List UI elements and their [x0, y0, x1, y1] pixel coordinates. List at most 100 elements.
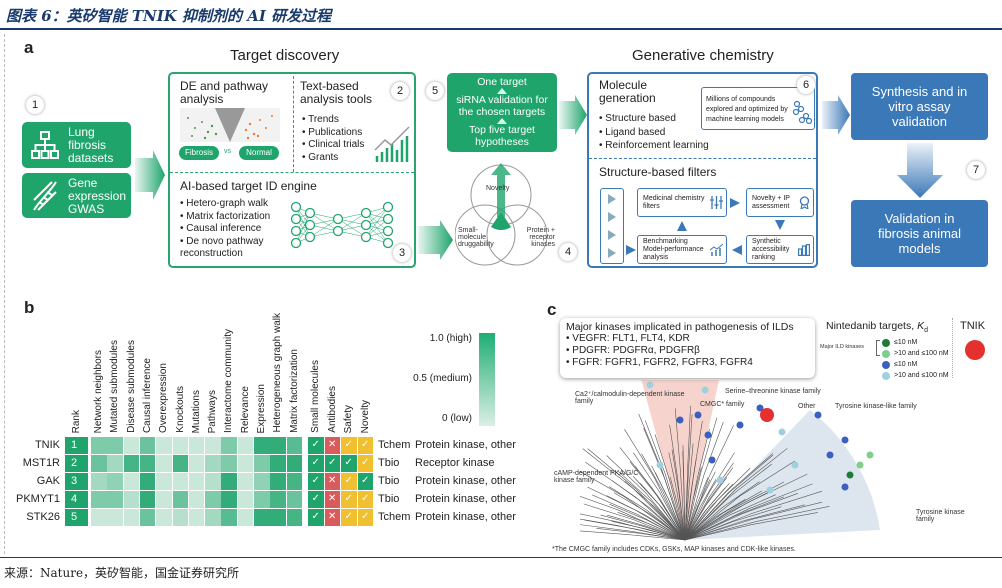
tree-branch	[668, 452, 686, 541]
check-icon: ✓	[357, 437, 373, 454]
legend-group-label: Major ILD kinases	[820, 344, 865, 350]
column-header: Novelty	[359, 399, 371, 433]
arrow-right-icon	[559, 95, 587, 135]
score-cell	[254, 455, 270, 472]
vs-label: vs	[224, 148, 231, 155]
kinase-dot	[646, 381, 654, 389]
score-cell	[221, 455, 237, 472]
nn-node	[304, 219, 316, 231]
compound-stack	[600, 188, 624, 264]
medicinal-filters-label: Medicinal chemistry filters	[643, 194, 705, 210]
rank-cell: 5	[65, 509, 88, 526]
tree-branch	[684, 428, 710, 541]
panel-c-label: c	[547, 300, 557, 319]
trend-chart-icon	[374, 126, 410, 162]
tnik-legend-label: TNIK	[960, 320, 986, 332]
score-cell	[188, 473, 205, 490]
tree-branch	[606, 455, 686, 541]
millions-compounds-box: Millions of compounds explored and optim…	[701, 87, 815, 130]
venn-druggability: Small-molecule druggability	[458, 227, 494, 248]
score-cell	[123, 473, 140, 490]
tier-label: Tbio	[378, 457, 400, 469]
legend-title-text: Nintedanib targets,	[826, 320, 918, 332]
step-2-badge: 2	[391, 82, 409, 100]
molecule-generation-list: Structure based Ligand based Reinforceme…	[599, 112, 708, 153]
tree-branch	[669, 424, 686, 541]
tree-branch	[684, 443, 694, 541]
check-icon: ✓	[308, 473, 324, 490]
novelty-ip-box: Novelty + IP assessment	[746, 188, 814, 217]
fibrosis-pill: Fibrosis	[179, 146, 219, 160]
generative-chemistry-title: Generative chemistry	[632, 47, 774, 64]
synthesis-label: Synthesis and in vitro assay validation	[871, 84, 968, 129]
score-cell	[172, 455, 188, 472]
venn-novelty: Novelty	[486, 185, 510, 192]
check-icon: ✓	[341, 509, 357, 526]
tree-branch	[684, 479, 717, 541]
tree-branch	[684, 477, 709, 541]
nn-node	[360, 207, 372, 219]
legend-item: >10 and ≤100 nM	[882, 348, 949, 359]
kinase-dot	[846, 471, 854, 479]
check-icon: ✓	[341, 491, 357, 508]
legend-label: >10 and ≤100 nM	[894, 372, 949, 379]
nn-node	[332, 213, 344, 225]
score-cell	[254, 509, 270, 526]
nn-node	[290, 225, 302, 237]
check-icon: ✓	[357, 509, 373, 526]
tree-branch	[583, 503, 686, 541]
score-cell	[107, 491, 123, 508]
tree-branch	[684, 454, 774, 541]
legend-items: ≤10 nM>10 and ≤100 nM≤10 nM>10 and ≤100 …	[882, 337, 949, 381]
family-agc: cAMP-dependent PKA/G/C kinase family	[554, 470, 639, 484]
benchmarking-label: Benchmarking	[643, 237, 688, 245]
tree-branch	[684, 471, 716, 541]
step-6-badge: 6	[797, 76, 815, 94]
tree-branch	[684, 460, 795, 541]
column-header: Small molecules	[310, 360, 321, 433]
check-icon: ✓	[308, 437, 324, 454]
text-tools-title: Text-based analysis tools	[300, 79, 373, 106]
score-cell	[205, 473, 221, 490]
score-cell	[123, 491, 140, 508]
tree-branch	[580, 471, 686, 541]
column-header: Rank	[71, 409, 82, 433]
row-gene-label: PKMYT1	[15, 493, 60, 505]
medicinal-filters-box: Medicinal chemistry filters	[637, 188, 727, 217]
millions-label: Millions of compounds explored and optim…	[706, 96, 788, 123]
tree-branch	[684, 405, 691, 541]
score-cell	[270, 509, 286, 526]
tree-branch	[580, 524, 686, 541]
list-item: Reinforcement learning	[599, 139, 708, 153]
score-cell	[139, 509, 156, 526]
score-cell	[156, 473, 172, 490]
list-item: Causal inference	[180, 223, 290, 236]
nn-edge	[337, 212, 367, 232]
ild-box-title: Major kinases implicated in pathogenesis…	[566, 321, 794, 333]
score-cell	[188, 509, 205, 526]
score-cell	[286, 491, 303, 508]
tree-branch	[580, 495, 686, 541]
tier-label: Tchem	[378, 511, 411, 523]
molecule-generation-title: Molecule generation	[599, 78, 656, 105]
kinase-dot	[814, 411, 822, 419]
family-cmgc: CMGC* family	[700, 401, 745, 408]
color-scale-bar	[479, 333, 495, 426]
tree-branch	[634, 466, 686, 541]
venn-kinases: Protein + receptor kinases	[526, 227, 555, 248]
arrow-right-icon	[626, 245, 636, 255]
score-cell	[237, 473, 254, 490]
check-icon: ✓	[308, 509, 324, 526]
tree-branch	[585, 461, 686, 541]
input-gene-expression: Gene expression GWAS	[22, 173, 131, 218]
divider	[589, 158, 816, 159]
list-item: Clinical trials	[302, 139, 364, 152]
legend-label: ≤10 nM	[894, 361, 918, 368]
kinase-dot	[778, 428, 786, 436]
score-cell	[188, 455, 205, 472]
score-cell	[107, 509, 123, 526]
score-cell	[286, 473, 303, 490]
title-divider	[0, 28, 1002, 30]
kinase-dot	[756, 404, 764, 412]
list-item: Trends	[302, 114, 364, 127]
